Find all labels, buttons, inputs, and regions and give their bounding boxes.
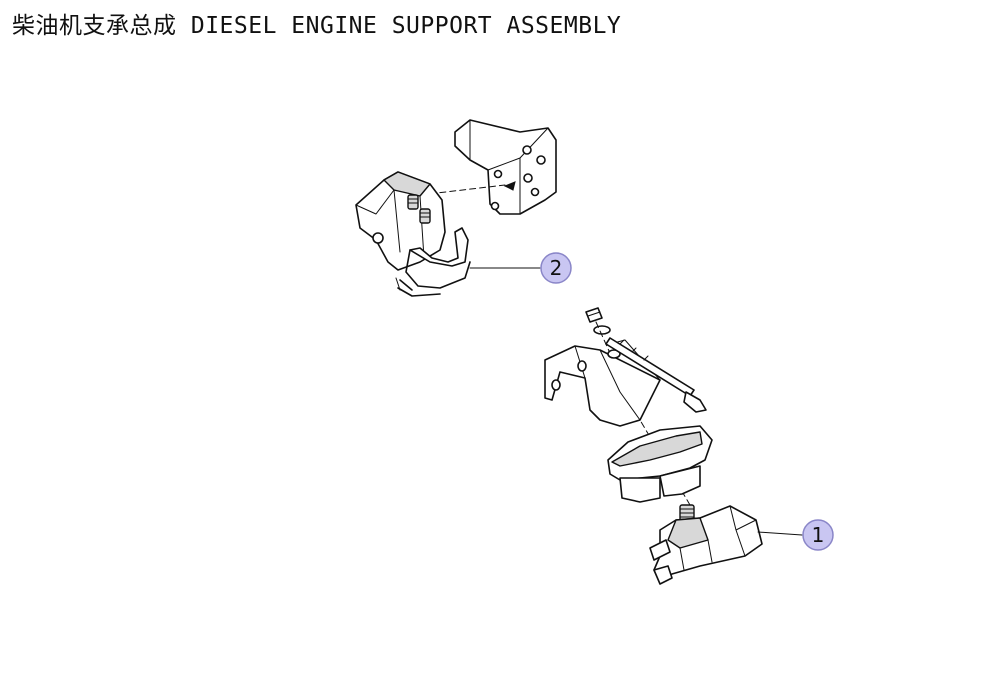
callout-2[interactable]: 2 xyxy=(540,252,572,284)
callout-1-label: 1 xyxy=(812,523,825,547)
stud-bolts xyxy=(407,194,431,224)
upper-bracket-assembly xyxy=(355,119,557,297)
callout-2-label: 2 xyxy=(550,256,563,280)
callout-1[interactable]: 1 xyxy=(802,519,834,551)
page-title: 柴油机支承总成 DIESEL ENGINE SUPPORT ASSEMBLY xyxy=(12,13,622,39)
lower-mount-assembly xyxy=(544,307,803,585)
